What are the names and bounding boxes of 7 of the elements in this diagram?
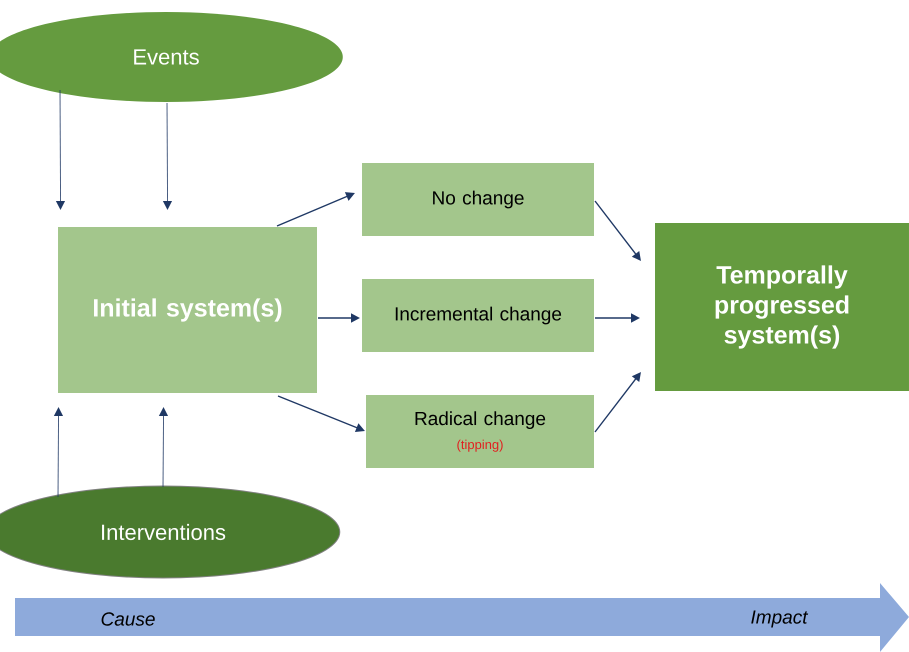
- process-box: Radical change (tipping): [366, 395, 594, 468]
- process-box: Initial system(s): [58, 227, 317, 393]
- axis-label: Cause: [102, 612, 155, 626]
- process-box: Incremental change: [362, 279, 594, 352]
- process-box: No change: [362, 163, 594, 236]
- axis-label: Impact: [751, 610, 808, 628]
- result-box: Temporally progressed system(s): [655, 223, 909, 391]
